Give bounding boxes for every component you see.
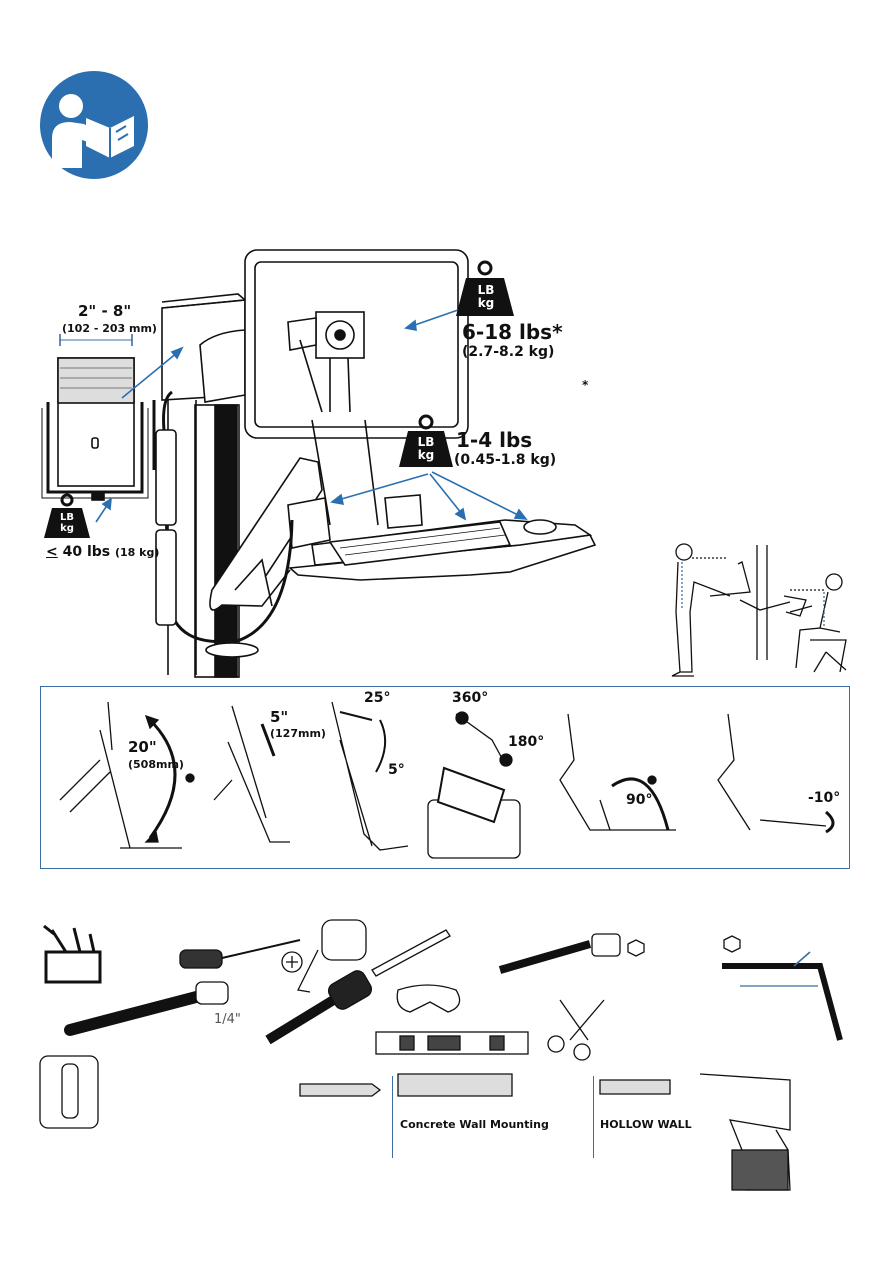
cpu-max-weight-kg: (18 kg) — [115, 546, 160, 559]
keyboard-weight-kg: (0.45-1.8 kg) — [454, 452, 557, 468]
monitor-asterisk: * — [582, 378, 589, 392]
keyboard-tilt-label: -10° — [808, 790, 841, 806]
height-adjust-mm: (508mm) — [128, 758, 184, 771]
cpu-width-range: 2" - 8" — [78, 302, 132, 320]
pointer-arrows — [95, 309, 528, 523]
tools-drawings — [39, 919, 843, 1191]
cpu-max-weight-value: 40 lbs — [62, 544, 111, 560]
rotate-label: 360° — [452, 690, 489, 706]
adjustment-sketches — [59, 701, 835, 859]
weight-badge-top: LB — [60, 512, 74, 523]
weight-badge-bottom: kg — [417, 448, 435, 462]
cpu-width-range-mm: (102 - 203 mm) — [62, 322, 157, 335]
workstation-drawing — [41, 249, 597, 678]
cpu-weight-icon-label: LB kg — [57, 512, 77, 534]
weight-badge-top: LB — [477, 283, 495, 297]
height-adjust-label: 20" — [128, 738, 157, 756]
separator-2 — [593, 1076, 594, 1158]
concrete-wall-label: Concrete Wall Mounting — [400, 1118, 549, 1131]
read-manual-icon — [40, 71, 148, 179]
separator-1 — [392, 1076, 393, 1158]
pan-label: 180° — [508, 734, 545, 750]
keyboard-weight-icon-label: LB kg — [416, 436, 436, 462]
keyboard-fold-label: 90° — [626, 792, 653, 808]
cpu-max-weight-prefix: < — [46, 544, 58, 560]
monitor-weight: 6-18 lbs* — [462, 320, 563, 344]
monitor-weight-icon-label: LB kg — [476, 284, 496, 310]
hollow-wall-label: HOLLOW WALL — [600, 1118, 692, 1131]
adjustments-panel — [40, 686, 850, 869]
weight-badge-top: LB — [417, 435, 435, 449]
tilt-forward-label: 5° — [388, 762, 405, 778]
tilt-back-label: 25° — [364, 690, 391, 706]
keyboard-weight: 1-4 lbs — [456, 428, 533, 452]
monitor-lift-label: 5" — [270, 708, 289, 726]
monitor-lift-mm: (127mm) — [270, 727, 326, 740]
cpu-max-weight: < 40 lbs (18 kg) — [46, 544, 159, 560]
socket-size-label: 1/4" — [214, 1012, 241, 1027]
monitor-weight-kg: (2.7-8.2 kg) — [462, 344, 555, 360]
weight-badge-bottom: kg — [60, 523, 74, 534]
ergonomic-figures — [671, 543, 847, 677]
weight-icon — [44, 260, 514, 538]
weight-badge-bottom: kg — [477, 296, 495, 310]
